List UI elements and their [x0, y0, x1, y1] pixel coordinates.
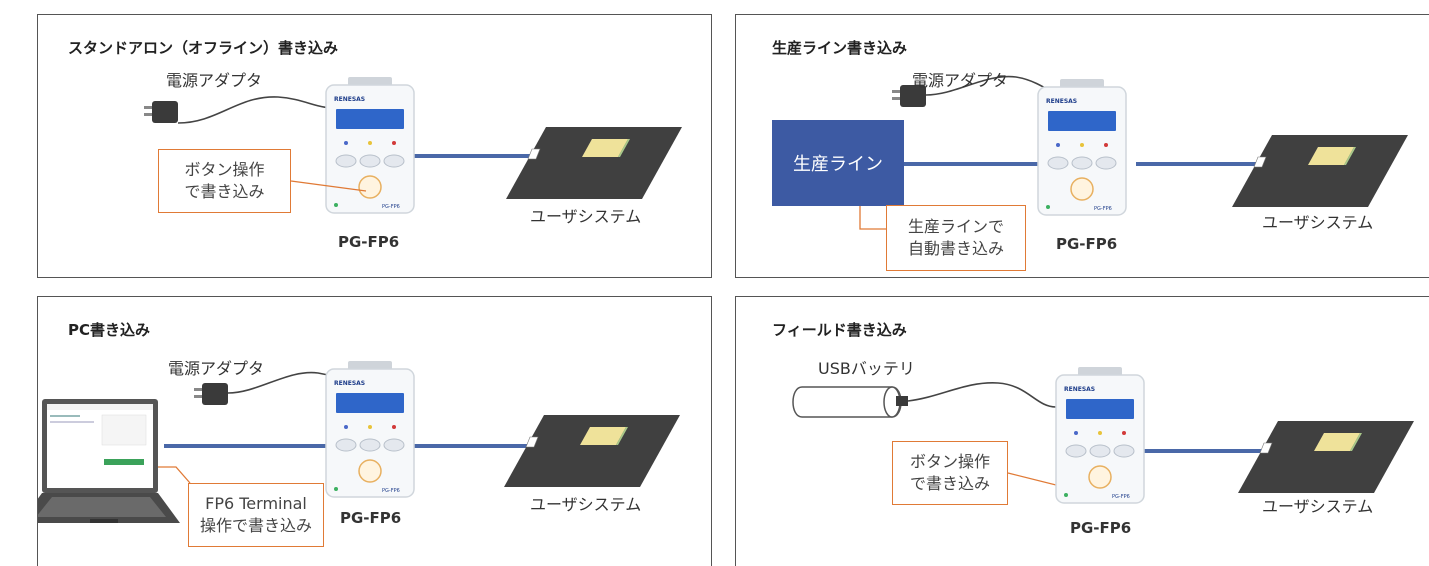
- power-label: USBバッテリ: [818, 359, 915, 378]
- laptop-icon: [38, 399, 180, 523]
- svg-text:PG-FP6: PG-FP6: [382, 204, 400, 210]
- svg-text:PG-FP6: PG-FP6: [382, 488, 400, 494]
- panel-standalone: スタンドアロン（オフライン）書き込み 電源アダプタ RENESAS PG-FP6…: [37, 14, 712, 278]
- user-system-board-icon: [504, 415, 680, 487]
- callout-box: 生産ラインで 自動書き込み: [886, 205, 1026, 271]
- panel-title: PC書き込み: [68, 321, 151, 339]
- panel-pc-writing: PC書き込み 電源アダプタ RENESAS: [37, 296, 712, 566]
- usb-battery-icon: [792, 386, 908, 418]
- cable-diagram: [150, 371, 530, 484]
- callout-box: ボタン操作 で書き込み: [158, 149, 291, 213]
- target-label: ユーザシステム: [530, 495, 642, 514]
- cable-diagram: [177, 96, 533, 158]
- callout-connector: [290, 180, 367, 192]
- svg-text:RENESAS: RENESAS: [334, 96, 365, 103]
- power-adapter-icon: [892, 85, 926, 107]
- svg-text:RENESAS: RENESAS: [1064, 386, 1095, 393]
- callout-line: で書き込み: [184, 182, 265, 201]
- panel-field-writing: フィールド書き込み USBバッテリ RENESAS PG-FP6 PG-FP6 …: [735, 296, 1429, 566]
- panel-production-line: 生産ライン書き込み 電源アダプタ 生産ライン RENESAS PG-FP6 PG…: [735, 14, 1429, 278]
- power-cable: [177, 96, 344, 124]
- user-system-board-icon: [1238, 421, 1414, 493]
- svg-text:PG-FP6: PG-FP6: [1094, 206, 1112, 212]
- svg-text:RENESAS: RENESAS: [334, 380, 365, 387]
- power-label: 電源アダプタ: [166, 71, 263, 90]
- callout-line: FP6 Terminal: [205, 494, 307, 513]
- user-system-board-icon: [506, 127, 682, 199]
- power-label: 電源アダプタ: [912, 71, 1009, 90]
- callout-line: ボタン操作: [184, 160, 265, 179]
- callout-line: で書き込み: [909, 474, 990, 493]
- callout-line: ボタン操作: [909, 452, 990, 471]
- callout-line: 生産ラインで: [907, 217, 1004, 236]
- device-label: PG-FP6: [1056, 235, 1118, 253]
- power-cable: [907, 382, 1057, 408]
- svg-text:RENESAS: RENESAS: [1046, 98, 1077, 105]
- device-label: PG-FP6: [1070, 519, 1132, 537]
- power-label: 電源アダプタ: [168, 359, 265, 378]
- callout-connector: [150, 466, 191, 484]
- svg-text:PG-FP6: PG-FP6: [1112, 494, 1130, 500]
- target-label: ユーザシステム: [1262, 213, 1374, 232]
- power-adapter-icon: [144, 101, 178, 123]
- target-label: ユーザシステム: [1262, 497, 1374, 516]
- pg-fp6-device-icon: RENESAS PG-FP6: [325, 77, 415, 214]
- pg-fp6-device-icon: RENESAS PG-FP6: [1055, 367, 1145, 504]
- pg-fp6-device-icon: RENESAS PG-FP6: [1037, 79, 1127, 216]
- callout-box: FP6 Terminal 操作で書き込み: [188, 483, 324, 547]
- user-system-board-icon: [1232, 135, 1408, 207]
- production-line-box: 生産ライン: [772, 120, 904, 206]
- power-adapter-icon: [194, 383, 228, 405]
- panel-title: スタンドアロン（オフライン）書き込み: [68, 39, 339, 57]
- target-label: ユーザシステム: [530, 207, 642, 226]
- pg-fp6-device-icon: RENESAS PG-FP6: [325, 361, 415, 498]
- panel-title: 生産ライン書き込み: [772, 39, 908, 57]
- device-label: PG-FP6: [340, 509, 402, 527]
- panel-title: フィールド書き込み: [772, 321, 907, 339]
- callout-line: 自動書き込み: [907, 239, 1004, 258]
- callout-line: 操作で書き込み: [199, 516, 312, 535]
- device-label: PG-FP6: [338, 233, 400, 251]
- callout-box: ボタン操作 で書き込み: [892, 441, 1008, 505]
